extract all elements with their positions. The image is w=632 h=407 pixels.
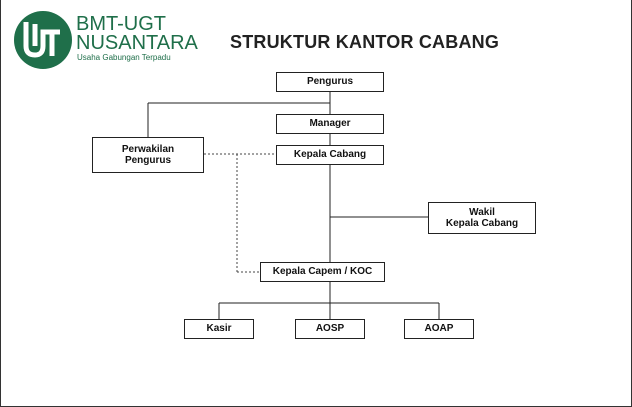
node-wakil-label-line1: Wakil: [469, 206, 495, 218]
brand-name-line2: NUSANTARA: [76, 32, 198, 54]
node-kepala-cabang: Kepala Cabang: [276, 145, 384, 165]
node-kasir: Kasir: [184, 319, 254, 339]
node-aoap-label: AOAP: [424, 323, 454, 335]
node-kepala-capem-label: Kepala Capem / KOC: [272, 266, 373, 278]
node-wakil-label-line2: Kepala Cabang: [445, 218, 519, 229]
brand-tagline: Usaha Gabungan Terpadu: [77, 53, 171, 62]
node-pengurus-label: Pengurus: [306, 76, 354, 88]
node-pengurus: Pengurus: [276, 72, 384, 92]
brand-name-line1: BMT-UGT: [76, 13, 166, 35]
company-logo: [14, 11, 72, 69]
node-kepala-capem: Kepala Capem / KOC: [260, 262, 385, 282]
node-aosp: AOSP: [295, 319, 365, 339]
node-perwakilan-label-line2: Pengurus: [124, 155, 172, 166]
node-kasir-label: Kasir: [206, 323, 232, 335]
node-aosp-label: AOSP: [315, 323, 345, 335]
node-aoap: AOAP: [404, 319, 474, 339]
node-manager-label: Manager: [309, 118, 351, 130]
node-perwakilan-pengurus: Perwakilan Pengurus: [92, 137, 204, 173]
node-manager: Manager: [276, 114, 384, 134]
node-perwakilan-label-line1: Perwakilan: [121, 143, 175, 155]
logo-mark-icon: [23, 22, 60, 58]
page-title: STRUKTUR KANTOR CABANG: [230, 32, 500, 52]
node-kepala-cabang-label: Kepala Cabang: [293, 149, 367, 161]
node-wakil-kepala-cabang: Wakil Kepala Cabang: [428, 202, 536, 234]
